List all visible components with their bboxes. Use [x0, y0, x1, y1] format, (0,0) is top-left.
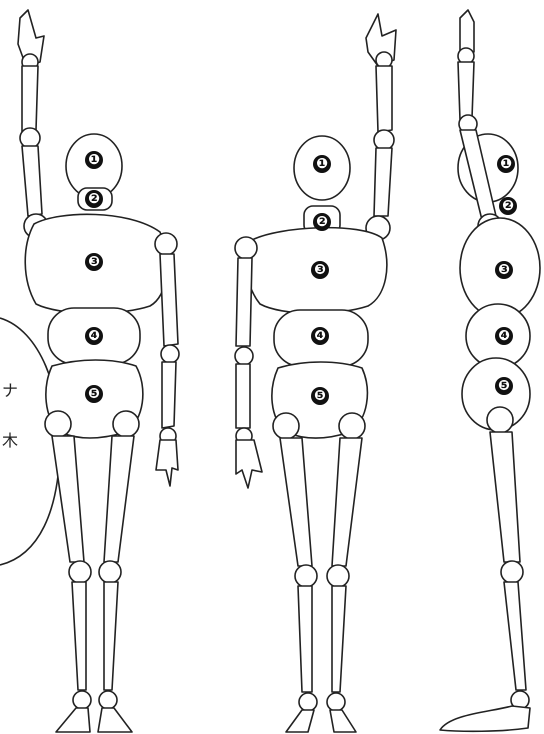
figure-front: ❶ ❷ ❸ ❹ ❺ [18, 10, 179, 732]
right-hand [236, 440, 262, 488]
svg-text:❶: ❶ [316, 156, 328, 172]
marker-neck-front: ❷ [85, 190, 103, 208]
right-elbow-joint [235, 347, 253, 365]
left-thigh [52, 436, 84, 562]
raised-upper-arm [22, 146, 42, 216]
left-hand [156, 440, 178, 486]
left-hip-joint [45, 411, 71, 437]
right-shin [104, 582, 118, 690]
svg-text:❺: ❺ [498, 378, 510, 394]
marker-neck-side: ❷ [499, 197, 517, 215]
raised-forearm [458, 62, 474, 120]
marker-lower-back: ❹ [311, 327, 329, 345]
right-hip-joint [339, 413, 365, 439]
raised-upper-arm [374, 148, 392, 216]
shin [504, 582, 526, 690]
thigh [490, 432, 520, 562]
left-thigh [280, 438, 312, 566]
right-hip-joint [113, 411, 139, 437]
right-ankle-joint [99, 691, 117, 709]
raised-forearm [22, 66, 38, 132]
marker-pelvis-side: ❺ [495, 377, 513, 395]
left-shin [298, 586, 312, 692]
svg-text:❷: ❷ [88, 191, 100, 207]
marker-head-side: ❶ [497, 155, 515, 173]
marker-abdomen-side: ❹ [495, 327, 513, 345]
hip-joint [487, 407, 513, 433]
right-knee-joint [327, 565, 349, 587]
right-thigh [332, 438, 362, 566]
marker-chest-front: ❸ [85, 253, 103, 271]
raised-forearm [376, 66, 392, 132]
raised-elbow-joint [374, 130, 394, 150]
left-hip-joint [273, 413, 299, 439]
raised-elbow-joint [20, 128, 40, 148]
knee-joint [501, 561, 523, 583]
svg-text:❶: ❶ [500, 156, 512, 172]
left-knee-joint [295, 565, 317, 587]
marker-head-front: ❶ [85, 151, 103, 169]
left-upper-arm [160, 254, 178, 346]
svg-text:❸: ❸ [498, 262, 510, 278]
marker-abdomen-front: ❹ [85, 327, 103, 345]
right-shin [332, 586, 346, 692]
marker-pelvis-back: ❺ [311, 387, 329, 405]
speech-bubble-text-2: 木 [2, 431, 18, 450]
svg-text:❹: ❹ [88, 328, 100, 344]
figure-side: ❶ ❷ ❸ ❹ ❺ [440, 10, 540, 731]
right-heel [330, 710, 356, 732]
svg-text:❺: ❺ [314, 388, 326, 404]
left-heel [286, 710, 314, 732]
right-ankle-joint [327, 693, 345, 711]
left-elbow-joint [161, 345, 179, 363]
right-shoulder-joint [235, 237, 257, 259]
marker-head-back: ❶ [313, 155, 331, 173]
left-knee-joint [69, 561, 91, 583]
left-shoulder-joint [155, 233, 177, 255]
right-thigh [104, 436, 134, 562]
svg-text:❸: ❸ [314, 262, 326, 278]
svg-text:❷: ❷ [316, 214, 328, 230]
right-knee-joint [99, 561, 121, 583]
svg-text:❷: ❷ [502, 198, 514, 214]
left-ankle-joint [299, 693, 317, 711]
speech-bubble-text-1: ナ [2, 381, 18, 400]
right-foot [98, 708, 132, 732]
speech-bubble: ナ 木 [0, 318, 60, 565]
figure-back: ❶ ❷ ❸ ❹ ❺ [235, 14, 396, 732]
marker-neck-back: ❷ [313, 213, 331, 231]
svg-text:❹: ❹ [314, 328, 326, 344]
left-forearm [162, 362, 176, 428]
svg-text:❶: ❶ [88, 152, 100, 168]
svg-text:❹: ❹ [498, 328, 510, 344]
marker-pelvis-front: ❺ [85, 385, 103, 403]
right-forearm [236, 364, 250, 428]
svg-text:❸: ❸ [88, 254, 100, 270]
left-foot [56, 708, 90, 732]
foot [440, 706, 530, 731]
svg-text:❺: ❺ [88, 386, 100, 402]
marker-upper-back: ❸ [311, 261, 329, 279]
left-shin [72, 582, 86, 690]
right-upper-arm [236, 258, 252, 346]
marker-chest-side: ❸ [495, 261, 513, 279]
left-ankle-joint [73, 691, 91, 709]
